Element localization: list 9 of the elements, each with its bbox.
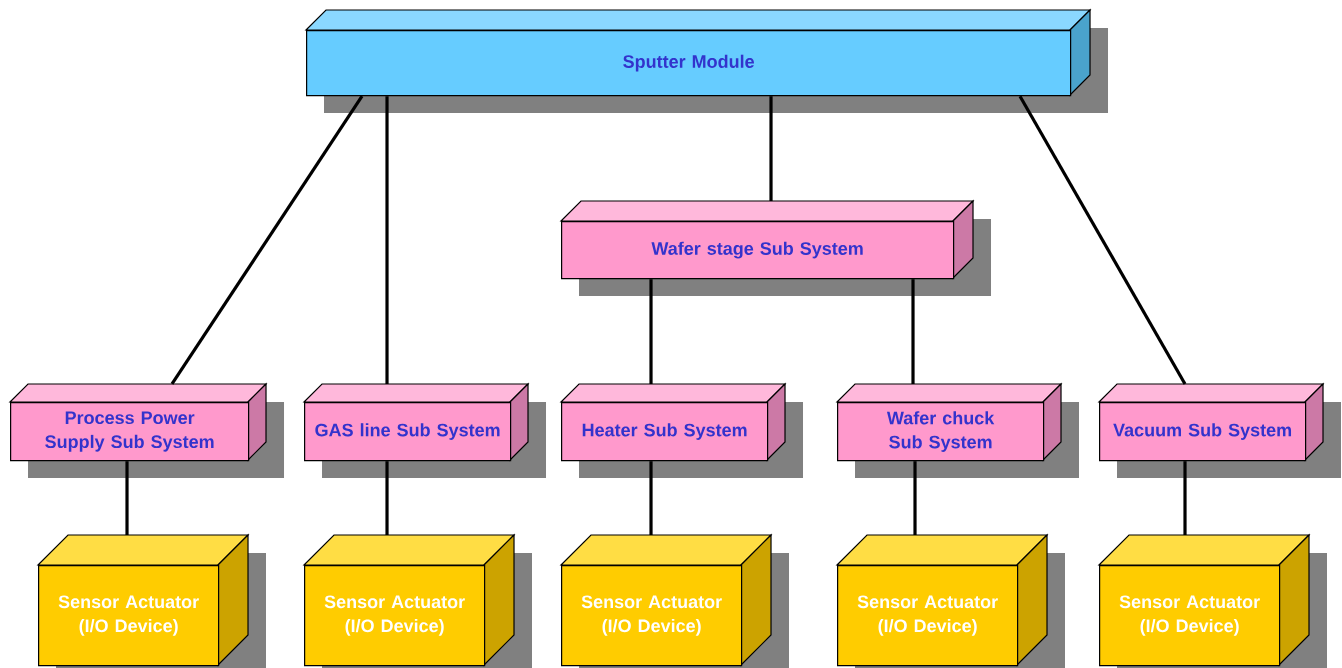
connector-line [1183,461,1187,535]
connector-line [125,461,129,535]
connector-line [649,279,653,384]
connector-line [385,461,389,535]
connector-line [769,96,773,201]
connector-line [913,461,917,535]
connector-line [911,279,915,384]
connector-line [385,96,389,384]
connector-line [649,461,653,535]
